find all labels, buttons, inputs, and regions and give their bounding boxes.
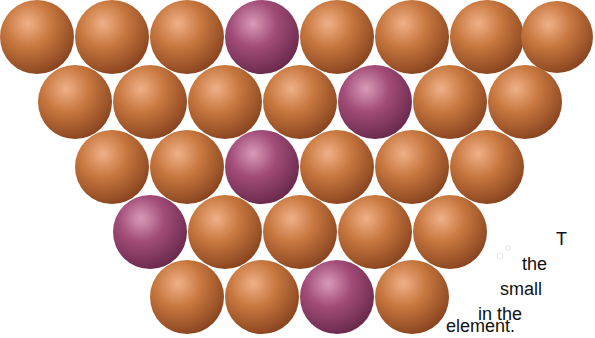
host-atom <box>450 130 524 204</box>
alloy-atom <box>113 195 187 269</box>
alloy-atom <box>225 130 299 204</box>
faint-dot <box>497 253 503 259</box>
caption-text: element. <box>446 316 515 336</box>
host-atom <box>521 1 593 73</box>
alloy-atom <box>300 260 374 334</box>
host-atom <box>375 130 449 204</box>
caption-text: the <box>522 254 547 274</box>
host-atom <box>375 0 449 74</box>
host-atom <box>113 65 187 139</box>
host-atom <box>225 260 299 334</box>
host-atom <box>413 65 487 139</box>
alloy-atom <box>225 0 299 74</box>
host-atom <box>150 0 224 74</box>
host-atom <box>38 65 112 139</box>
faint-dots <box>497 246 510 259</box>
caption-text: small <box>500 279 542 299</box>
host-atom <box>450 0 524 74</box>
host-atom <box>150 260 224 334</box>
alloy-atom <box>338 65 412 139</box>
host-atom <box>188 195 262 269</box>
host-atom <box>300 130 374 204</box>
faint-dot <box>506 246 510 250</box>
host-atom <box>375 260 449 334</box>
host-atom <box>150 130 224 204</box>
host-atom <box>413 195 487 269</box>
host-atom <box>75 0 149 74</box>
host-atom <box>75 130 149 204</box>
host-atom <box>338 195 412 269</box>
host-atom <box>0 0 74 74</box>
host-atom <box>263 195 337 269</box>
host-atom <box>263 65 337 139</box>
host-atom <box>488 65 562 139</box>
host-atom <box>300 0 374 74</box>
caption-text: T <box>556 229 567 249</box>
host-atom <box>188 65 262 139</box>
